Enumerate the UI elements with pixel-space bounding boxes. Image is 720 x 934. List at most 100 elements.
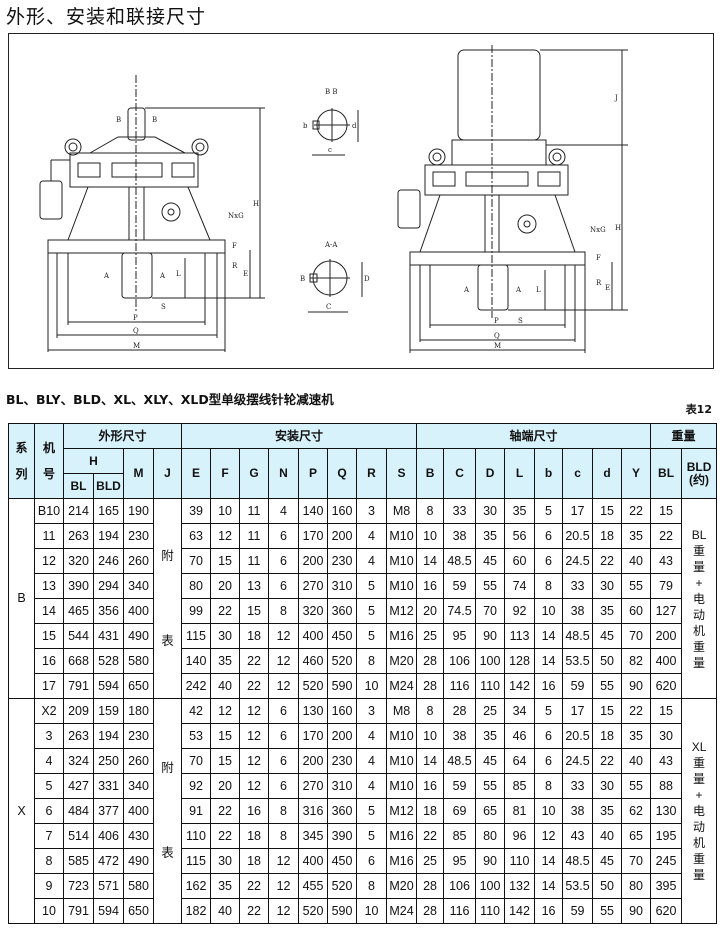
table-cell: 15 [210, 548, 241, 574]
table-cell: 53.5 [562, 873, 594, 899]
table-cell: 484 [63, 798, 94, 824]
table-cell: 620 [650, 673, 683, 699]
table-cell: 79 [650, 573, 683, 599]
table-cell: 190 [123, 498, 154, 524]
table-cell: 65 [475, 798, 506, 824]
table-cell: 230 [327, 748, 358, 774]
svg-text:L: L [176, 270, 181, 278]
table-cell: 14 [416, 748, 445, 774]
table-cell: 64 [504, 748, 536, 774]
table-cell: 180 [123, 698, 154, 724]
table-cell: 30 [210, 848, 241, 874]
header-d: D [475, 448, 506, 499]
table-cell: 88 [650, 773, 683, 799]
weight-note-char: XL [691, 740, 707, 754]
table-cell: 585 [63, 848, 94, 874]
section-labels: B B A-A b d c B D C [300, 88, 370, 311]
bld-reducer-drawing [397, 45, 628, 353]
svg-text:B: B [152, 116, 157, 124]
table-cell: 70 [181, 548, 212, 574]
weight-note-char: 电 [693, 804, 706, 818]
header-s: S [386, 448, 418, 499]
svg-text:Q: Q [494, 332, 500, 340]
svg-text:B: B [116, 116, 121, 124]
table-cell: 200 [327, 523, 358, 549]
table-cell: 5 [356, 573, 388, 599]
header-h-bl: BL [63, 473, 94, 499]
table-cell: 12 [239, 723, 270, 749]
table-cell: 11 [239, 523, 270, 549]
table-cell: 406 [93, 823, 124, 849]
section-bb-drawing [312, 108, 359, 156]
table-cell: 28 [443, 698, 477, 724]
svg-text:R: R [232, 262, 238, 270]
table-cell: 10 [416, 523, 445, 549]
table-cell: 18 [592, 723, 623, 749]
table-cell: 15 [34, 623, 64, 649]
table-cell: 22 [416, 823, 445, 849]
table-cell: 316 [298, 798, 329, 824]
table-cell: 12 [268, 873, 300, 899]
table-cell: 15 [650, 698, 683, 724]
table-cell: 5 [534, 698, 564, 724]
table-cell: 96 [504, 823, 536, 849]
table-cell: 590 [327, 898, 358, 924]
table-cell: 92 [181, 773, 212, 799]
table-cell: 10 [356, 898, 388, 924]
table-cell: 214 [63, 498, 94, 524]
table-cell: M10 [386, 773, 418, 799]
table-cell: 22 [239, 898, 270, 924]
table-cell: 28 [416, 648, 445, 674]
table-cell: 455 [298, 873, 329, 899]
table-cell: 11 [239, 548, 270, 574]
header-c: C [443, 448, 477, 499]
table-cell: 15 [650, 498, 683, 524]
table-cell: 95 [443, 623, 477, 649]
table-cell: 80 [181, 573, 212, 599]
svg-text:E: E [243, 270, 248, 278]
table-cell: 25 [416, 623, 445, 649]
table-cell: 18 [239, 823, 270, 849]
table-cell: 10 [534, 598, 564, 624]
table-cell: 22 [650, 523, 683, 549]
table-cell: 60 [621, 598, 652, 624]
table-cell: 8 [34, 848, 64, 874]
table-cell: 35 [592, 798, 623, 824]
table-cell: 263 [63, 523, 94, 549]
table-cell: 28 [416, 898, 445, 924]
table-cell: 250 [93, 748, 124, 774]
table-cell: 35 [475, 723, 506, 749]
weight-note-char: + [695, 575, 703, 590]
svg-text:P: P [133, 314, 138, 322]
table-cell: 34 [504, 698, 536, 724]
table-cell: 74.5 [443, 598, 477, 624]
table-cell: 520 [298, 898, 329, 924]
table-cell: M16 [386, 848, 418, 874]
table-cell: 427 [63, 773, 94, 799]
table-cell: 594 [93, 673, 124, 699]
header-d-small: d [592, 448, 623, 499]
table-cell: 12 [268, 848, 300, 874]
table-cell: 22 [239, 648, 270, 674]
table-cell: 35 [592, 598, 623, 624]
table-cell: 35 [621, 723, 652, 749]
table-cell: 40 [621, 548, 652, 574]
table-cell: 400 [650, 648, 683, 674]
table-cell: 20.5 [562, 723, 594, 749]
table-cell: 130 [298, 698, 329, 724]
table-cell: 620 [650, 898, 683, 924]
table-cell: 16 [34, 648, 64, 674]
table-cell: 35 [504, 498, 536, 524]
weight-note-char: 量 [693, 772, 706, 786]
svg-text:H: H [253, 200, 259, 208]
table-cell: 242 [181, 673, 212, 699]
j-note-cell: 附表 [152, 698, 183, 924]
table-cell: M10 [386, 548, 418, 574]
table-cell: 395 [650, 873, 683, 899]
bl-reducer-drawing [39, 75, 265, 352]
header-b-small: b [534, 448, 564, 499]
